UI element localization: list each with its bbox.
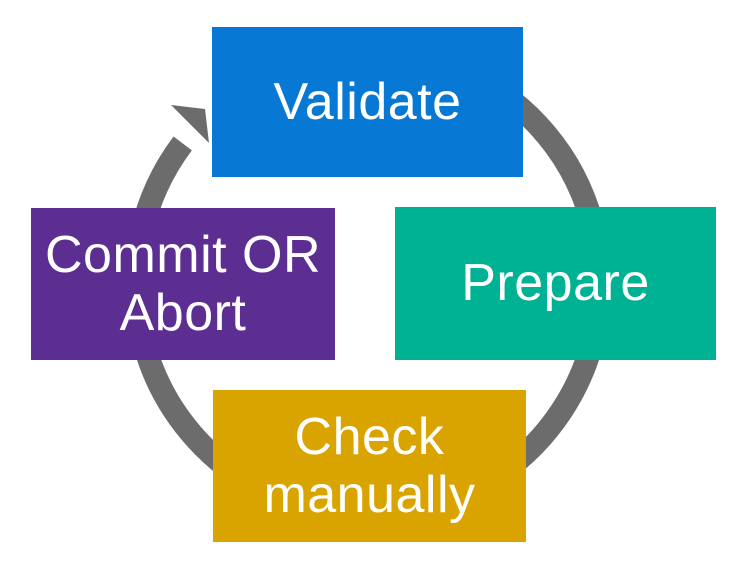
node-prepare-label: Prepare [461, 254, 650, 313]
node-validate: Validate [212, 27, 523, 177]
arrow-head-icon [171, 105, 209, 143]
node-commit-or-abort: Commit OR Abort [31, 208, 335, 360]
node-commit-or-abort-label: Commit OR Abort [44, 225, 322, 342]
node-check-manually: Check manually [213, 390, 526, 542]
node-check-manually-label: Check manually [263, 407, 476, 524]
node-validate-label: Validate [273, 72, 462, 131]
node-prepare: Prepare [395, 207, 716, 360]
